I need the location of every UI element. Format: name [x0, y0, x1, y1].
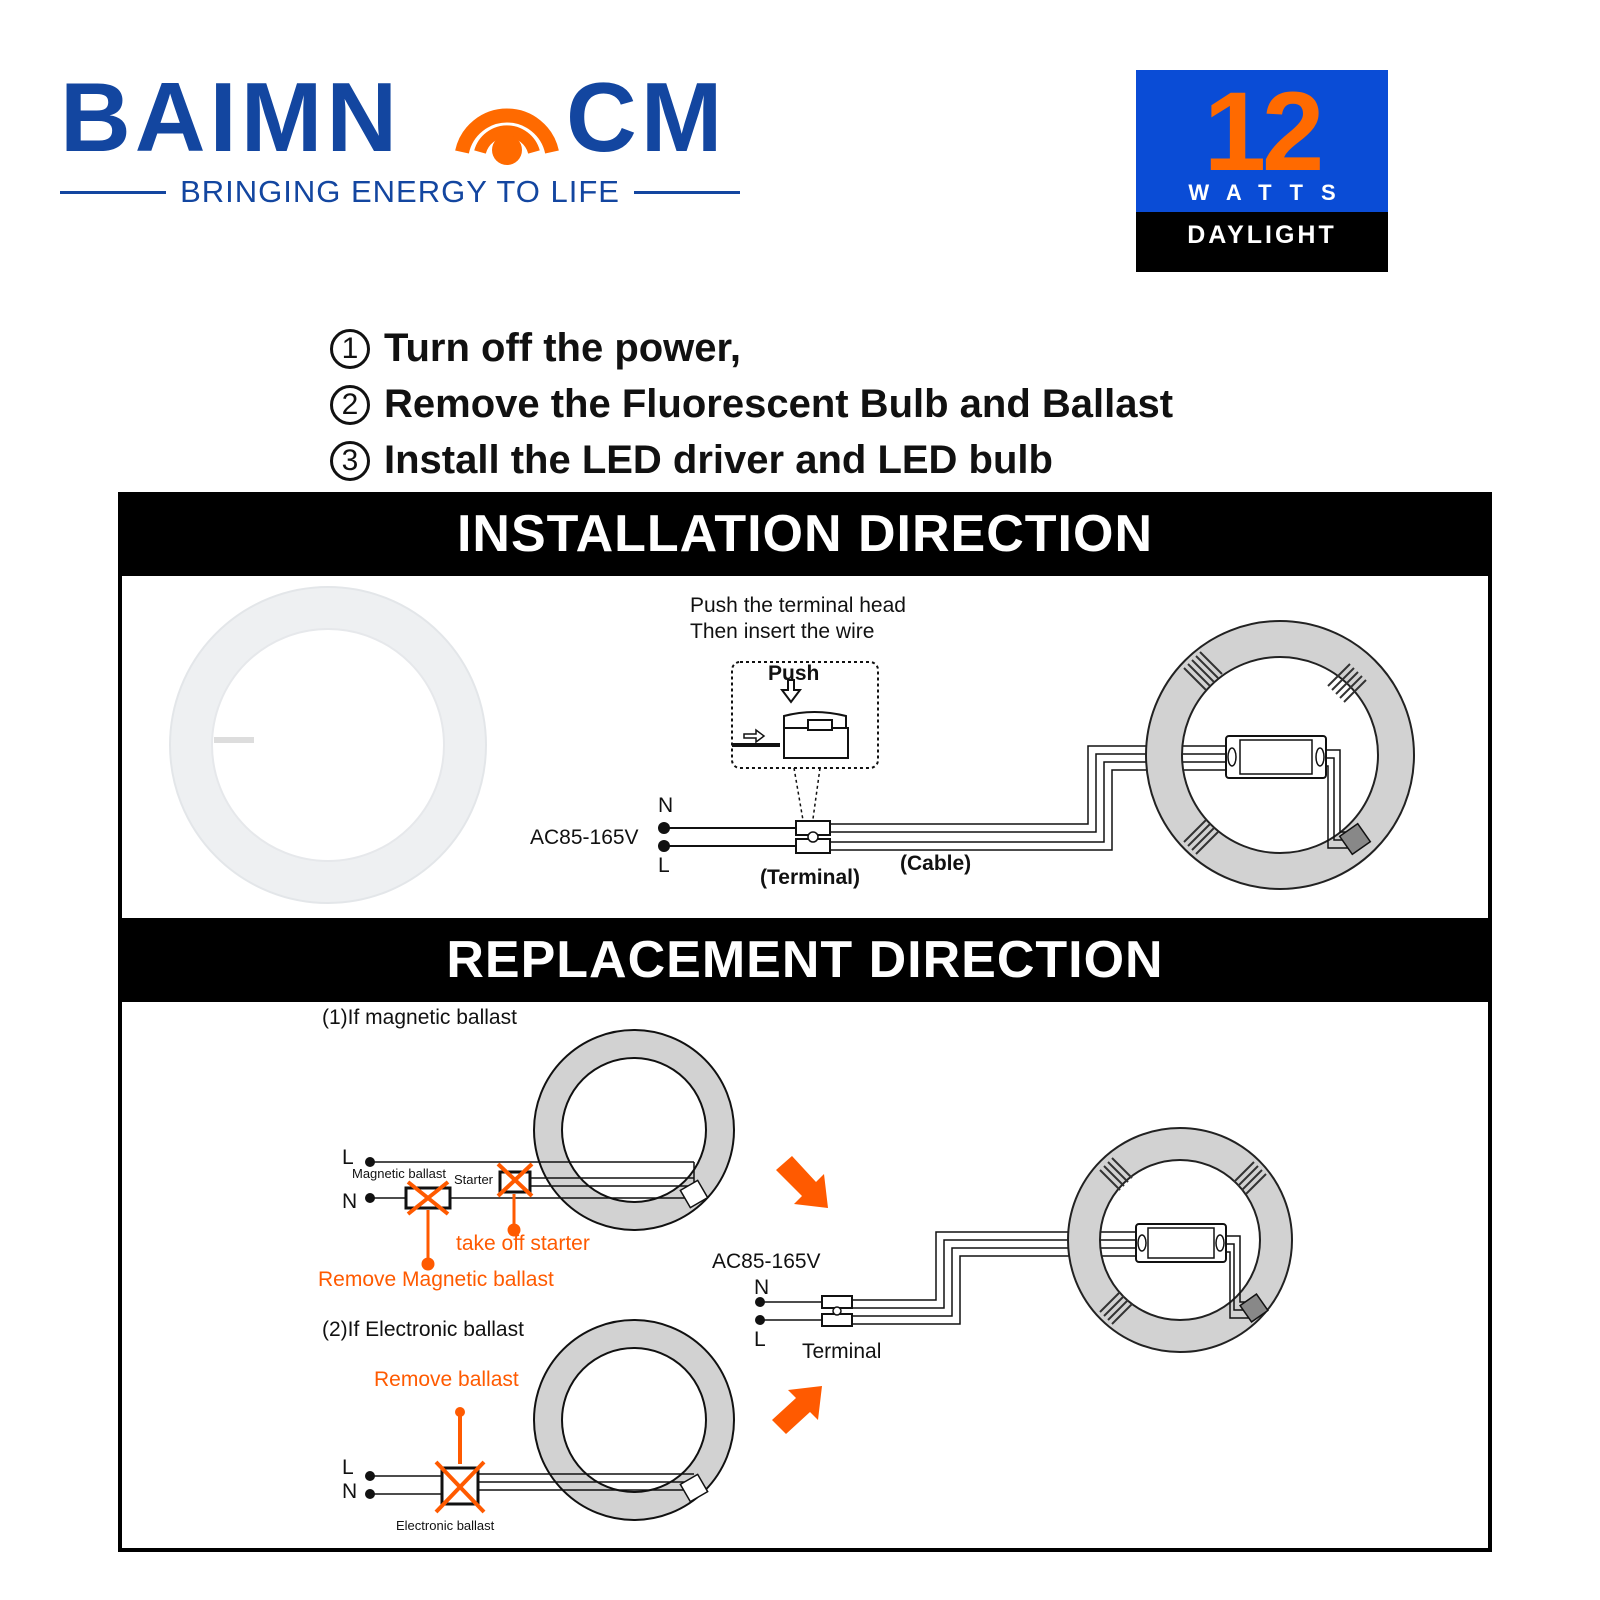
- case1-neutral-label: N: [342, 1190, 358, 1213]
- arrow-up-right-icon: [772, 1386, 822, 1434]
- install-neutral-label: N: [658, 794, 674, 817]
- push-label: Push: [768, 662, 820, 685]
- terminal-head-icon: [783, 727, 849, 759]
- magnetic-ballast-label: Magnetic ballast: [352, 1166, 446, 1181]
- case1-title: (1)If magnetic ballast: [322, 1006, 517, 1029]
- install-terminal-label: (Terminal): [760, 866, 860, 889]
- result-terminal-icon: [821, 1295, 853, 1327]
- step-1-marker: 1: [330, 328, 370, 369]
- arrow-down-right-icon: [776, 1156, 828, 1208]
- remove-magnetic-ballast-label: Remove Magnetic ballast: [318, 1268, 554, 1291]
- installed-led-ring: [1145, 620, 1415, 890]
- step-1: 1 Turn off the power,: [330, 326, 741, 371]
- step-3-marker: 3: [330, 440, 370, 481]
- electronic-ballast-label: Electronic ballast: [396, 1518, 495, 1533]
- wattage-badge: 12 WATTS DAYLIGHT: [1136, 70, 1388, 272]
- case1-live-label: L: [342, 1146, 354, 1169]
- instruction-line-2: Then insert the wire: [690, 620, 875, 643]
- tagline-line-right: [633, 190, 741, 194]
- step-2: 2 Remove the Fluorescent Bulb and Ballas…: [330, 382, 1173, 427]
- case2-neutral-label: N: [342, 1480, 358, 1503]
- ring-connector-stub: [214, 737, 254, 743]
- instruction-line-1: Push the terminal head: [690, 594, 906, 617]
- starter-label: Starter: [454, 1172, 494, 1187]
- step-2-marker: 2: [330, 384, 370, 425]
- terminal-block-icon: [795, 820, 831, 854]
- result-voltage-label: AC85-165V: [712, 1250, 821, 1273]
- step-2-text: Remove the Fluorescent Bulb and Ballast: [384, 382, 1174, 426]
- replacement-title: REPLACEMENT DIRECTION: [118, 918, 1492, 1002]
- tagline-text: BRINGING ENERGY TO LIFE: [180, 174, 620, 209]
- brand-name-part2: CM: [566, 62, 727, 172]
- install-cable-label: (Cable): [900, 852, 972, 875]
- install-live-label: L: [658, 854, 670, 877]
- push-arrow-icon: [780, 679, 802, 704]
- result-terminal-label: Terminal: [802, 1340, 882, 1363]
- result-neutral-label: N: [754, 1276, 770, 1299]
- magnetic-case-ring: [533, 1029, 735, 1231]
- led-ring-bulb: [169, 586, 487, 904]
- remove-ballast-label: Remove ballast: [374, 1368, 519, 1391]
- brand-name-part1: BAIMN: [60, 62, 402, 172]
- install-voltage-label: AC85-165V: [530, 826, 639, 849]
- badge-top: [1136, 70, 1388, 212]
- signal-icon: [455, 108, 559, 165]
- badge-wattage: 12: [1203, 69, 1325, 194]
- step-1-text: Turn off the power,: [384, 326, 742, 370]
- case2-title: (2)If Electronic ballast: [322, 1318, 524, 1341]
- installation-title: INSTALLATION DIRECTION: [118, 492, 1492, 576]
- brand-logo: BAIMN CM BRINGING ENERGY TO LIFE: [60, 62, 741, 218]
- case2-live-label: L: [342, 1456, 354, 1479]
- badge-color-temp: DAYLIGHT: [1136, 212, 1388, 272]
- insert-arrow-icon: [743, 728, 766, 744]
- badge-unit: WATTS: [1188, 180, 1354, 205]
- take-off-starter-label: take off starter: [456, 1232, 590, 1255]
- result-cable-icon: [852, 1231, 1144, 1325]
- result-live-label: L: [754, 1328, 766, 1351]
- step-3: 3 Install the LED driver and LED bulb: [330, 438, 1053, 483]
- step-3-text: Install the LED driver and LED bulb: [384, 438, 1053, 482]
- tagline-line-left: [60, 190, 167, 194]
- terminal-callout-box: [731, 661, 879, 769]
- result-led-ring: [1067, 1127, 1293, 1353]
- electronic-case-ring: [533, 1319, 735, 1521]
- brand-tagline: BRINGING ENERGY TO LIFE: [60, 172, 741, 212]
- remove-mark-icon: [406, 1162, 534, 1216]
